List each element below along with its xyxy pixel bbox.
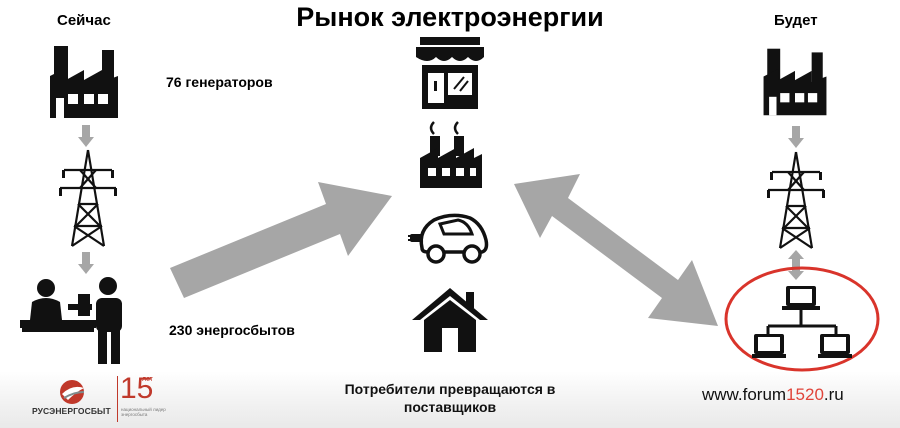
double-arrow-icon bbox=[788, 250, 804, 280]
house-icon bbox=[412, 288, 488, 352]
network-computers-icon bbox=[752, 286, 852, 358]
flow-arrow-icon bbox=[170, 182, 392, 298]
forum-link[interactable]: www.forum1520.ru bbox=[702, 385, 844, 405]
industrial-plant-icon bbox=[420, 121, 482, 188]
forum-accent: 1520 bbox=[786, 385, 824, 404]
caption-line-2: поставщиков bbox=[403, 399, 497, 415]
brand-logo-icon bbox=[60, 380, 85, 404]
generators-count: 76 генераторов bbox=[166, 74, 273, 90]
power-tower-icon bbox=[59, 149, 117, 247]
years-subtitle: национальный лидер энергосбыта bbox=[121, 407, 166, 417]
factory-icon bbox=[763, 48, 827, 116]
service-desk-icon bbox=[20, 277, 122, 364]
brand-name: РУСЭНЕРГОСБЫТ bbox=[32, 406, 111, 416]
retailers-count: 230 энергосбытов bbox=[169, 322, 295, 338]
footer-divider bbox=[117, 376, 118, 422]
down-arrow-icon bbox=[78, 125, 94, 147]
factory-icon bbox=[50, 46, 118, 118]
years-word: лет bbox=[142, 376, 153, 383]
future-heading: Будет bbox=[774, 12, 818, 29]
slide-title: Рынок электроэнергии bbox=[296, 2, 604, 32]
power-tower-icon bbox=[767, 151, 825, 249]
caption-line-1: Потребители превращаются в bbox=[344, 381, 556, 397]
down-arrow-icon bbox=[788, 126, 804, 148]
forum-suffix: .ru bbox=[823, 385, 844, 404]
footer-band bbox=[0, 371, 900, 428]
forum-prefix: www.forum bbox=[702, 385, 787, 404]
now-heading: Сейчас bbox=[57, 12, 111, 29]
two-way-arrow-icon bbox=[514, 174, 718, 326]
years-number: 15 bbox=[120, 372, 154, 405]
down-arrow-icon bbox=[78, 252, 94, 274]
highlight-ellipse bbox=[724, 266, 880, 372]
store-icon bbox=[416, 37, 484, 109]
caption: Потребители превращаются в поставщиков bbox=[300, 380, 600, 416]
electric-car-icon bbox=[408, 213, 489, 264]
